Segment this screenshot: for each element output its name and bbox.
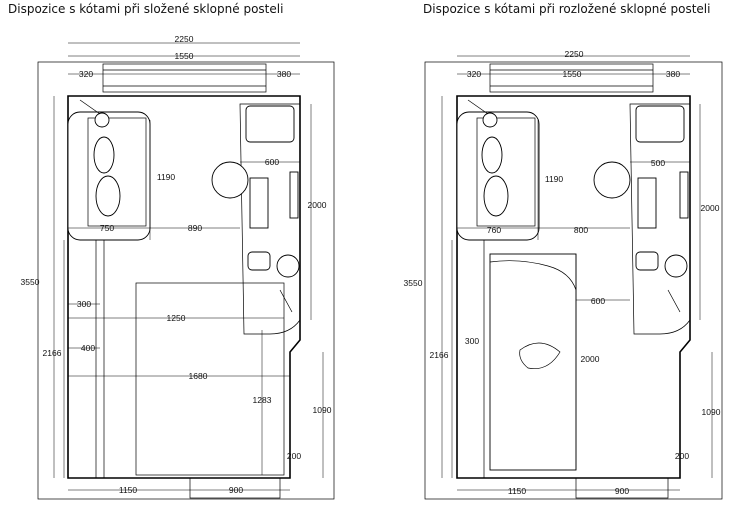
left-dim-bed-depth: 1283 <box>253 395 272 405</box>
right-door <box>575 477 669 499</box>
right-dim-top-right: 380 <box>666 69 680 79</box>
left-plan-title: Dispozice s kótami při složené sklopné p… <box>8 2 284 16</box>
right-dim-height-total: 3550 <box>404 278 423 288</box>
right-dim-desk-width: 500 <box>651 158 665 168</box>
left-dim-bottom-left: 1150 <box>119 485 138 495</box>
right-dim-total-width: 2250 <box>565 49 584 59</box>
right-chair <box>593 161 631 199</box>
left-dim-sofa-width: 750 <box>100 223 114 233</box>
right-unfolded-bed <box>489 253 577 471</box>
left-dim-desk-width: 600 <box>265 157 279 167</box>
right-desk <box>629 103 691 335</box>
left-dim-height-lower: 2166 <box>43 348 62 358</box>
left-chair <box>211 161 249 199</box>
left-bed-cabinet <box>135 282 285 476</box>
right-dim-bed-gap: 600 <box>591 296 605 306</box>
right-dim-side-300: 300 <box>465 336 479 346</box>
right-dim-desk-gap: 800 <box>574 225 588 235</box>
right-keyboard <box>637 177 657 229</box>
right-dim-bottom-door: 900 <box>615 486 629 496</box>
right-floor-plan: 2250 1550 320 380 3550 2166 2000 1090 11… <box>404 49 723 500</box>
left-door <box>189 477 281 499</box>
left-lamp <box>94 112 110 128</box>
left-dim-top-right: 380 <box>277 69 291 79</box>
left-dim-side-300: 300 <box>77 299 91 309</box>
left-dim-bottom-door: 900 <box>229 485 243 495</box>
left-dim-top-mid: 1550 <box>175 51 194 61</box>
left-dim-height-total: 3550 <box>21 277 40 287</box>
left-sink <box>245 105 295 143</box>
right-dim-sofa-depth: 1190 <box>545 174 564 184</box>
left-dim-corridor: 1680 <box>189 371 208 381</box>
right-dim-sofa-width: 760 <box>487 225 501 235</box>
right-plan-title: Dispozice s kótami při rozložené sklopné… <box>423 2 711 16</box>
left-dim-right-upper: 2000 <box>308 200 327 210</box>
left-outer-frame <box>37 61 335 500</box>
left-dim-top-left: 320 <box>79 69 93 79</box>
left-dim-small-200: 200 <box>287 451 301 461</box>
left-dim-bed-width: 1250 <box>167 313 186 323</box>
right-dim-right-lower: 1090 <box>702 407 721 417</box>
left-dim-right-lower: 1090 <box>313 405 332 415</box>
left-desk <box>239 103 301 335</box>
left-dim-sofa-depth: 1190 <box>157 172 176 182</box>
right-lamp <box>482 112 498 128</box>
right-dim-bed-length: 2000 <box>581 354 600 364</box>
left-room-walls <box>67 95 301 479</box>
right-dim-bottom-left: 1150 <box>508 486 527 496</box>
left-keyboard <box>249 177 269 229</box>
left-floor-plan: 2250 1550 320 380 3550 2166 2000 1090 11… <box>21 34 335 500</box>
right-dim-small-200: 200 <box>675 451 689 461</box>
left-window <box>102 63 267 93</box>
left-dim-desk-gap: 890 <box>188 223 202 233</box>
right-dim-height-lower: 2166 <box>430 350 449 360</box>
right-room-walls <box>456 95 691 479</box>
right-window <box>489 63 654 93</box>
right-outer-frame <box>424 61 723 500</box>
left-dim-total-width: 2250 <box>175 34 194 44</box>
right-dim-right-upper: 2000 <box>701 203 720 213</box>
right-sink <box>635 105 685 143</box>
right-dim-top-left: 320 <box>467 69 481 79</box>
right-dim-top-mid: 1550 <box>563 69 582 79</box>
left-dim-side-400: 400 <box>81 343 95 353</box>
